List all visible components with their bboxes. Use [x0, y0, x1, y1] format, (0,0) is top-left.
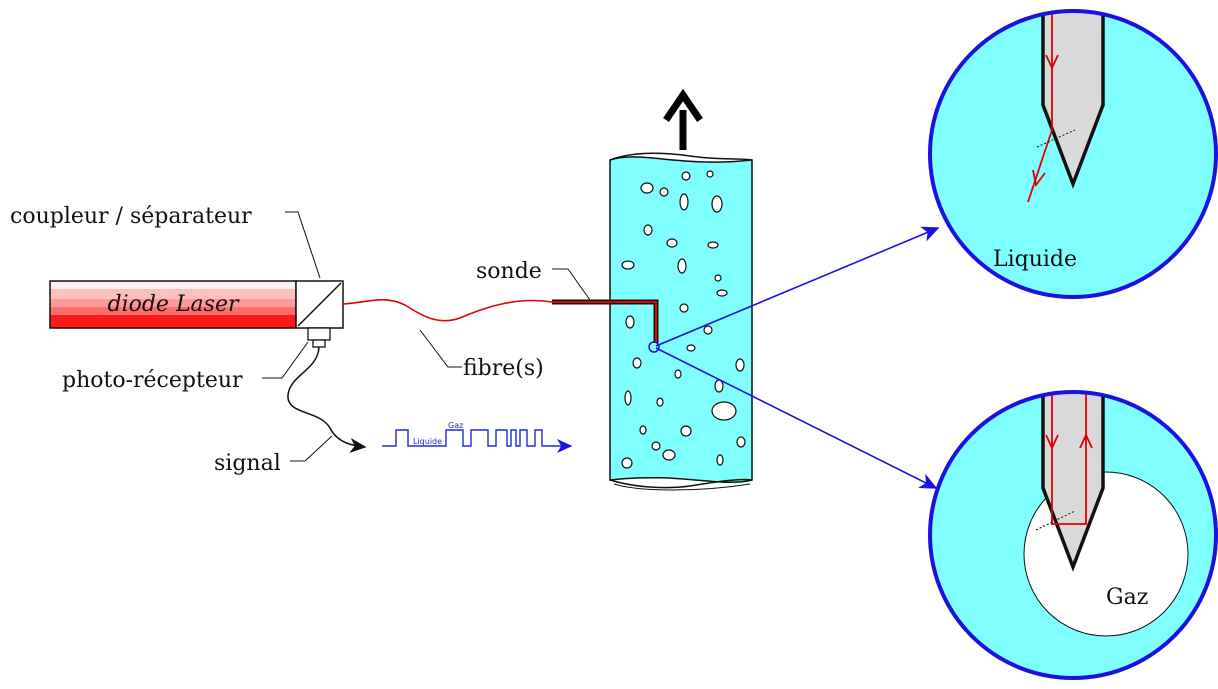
probe [552, 299, 660, 353]
laser-diode: diode Laser [49, 280, 297, 329]
zoom-arrow-liquid [655, 226, 940, 347]
diode-label: diode Laser [107, 292, 239, 317]
liquid-zoom: Liquide [928, 9, 1218, 299]
gas-zoom: Gaz [928, 390, 1218, 680]
photo-label: photo-récepteur [62, 368, 243, 393]
fibre-leader [419, 329, 462, 368]
signal-waveform: Liquide Gaz [382, 421, 573, 453]
signal-label: signal [214, 451, 281, 476]
signal-cable [287, 346, 367, 453]
sonde-leader [552, 268, 591, 301]
coupler-separator [295, 280, 344, 329]
gas-zoom-label: Gaz [1106, 585, 1148, 610]
flow-direction-arrow [663, 88, 703, 150]
coupler-leader [285, 211, 321, 279]
signal-leader [290, 435, 333, 462]
photo-receptor [307, 327, 331, 348]
optical-fiber [342, 299, 553, 322]
sonde-label: sonde [476, 259, 542, 284]
signal-liquide-label: Liquide [413, 437, 442, 446]
photo-leader [262, 341, 309, 379]
fibre-label: fibre(s) [463, 356, 544, 381]
signal-gaz-label: Gaz [448, 421, 463, 430]
coupler-label: coupleur / séparateur [10, 204, 252, 229]
zoom-arrow-gas [655, 347, 938, 489]
flow-column [609, 152, 753, 491]
liquid-zoom-label: Liquide [993, 247, 1077, 272]
